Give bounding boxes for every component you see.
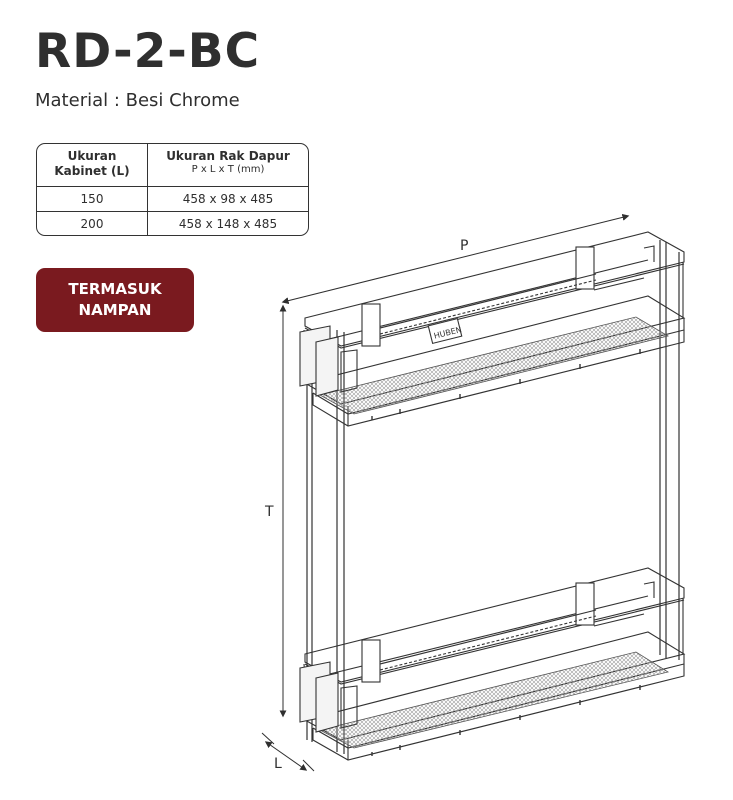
dimension-t-label: T <box>264 504 274 520</box>
lower-basket <box>299 567 686 761</box>
material-label: Material : Besi Chrome <box>35 90 240 111</box>
cabinet-size-cell: 150 <box>80 192 104 206</box>
table-row: 150 458 x 98 x 485 <box>37 187 308 212</box>
includes-tray-badge: TERMASUK NAMPAN <box>36 268 194 332</box>
dimension-t: T <box>264 304 287 718</box>
rack-size-cell: 458 x 98 x 485 <box>147 187 308 211</box>
rack-size-cell: 458 x 148 x 485 <box>147 212 308 235</box>
dimension-p: P <box>281 213 630 305</box>
dimension-l: L <box>261 732 315 772</box>
header-cabinet-size: Ukuran Kabinet (L) <box>54 149 130 178</box>
upper-basket: HUBEN <box>299 231 686 427</box>
product-title: RD-2-BC <box>35 24 261 79</box>
dimension-l-label: L <box>274 756 282 772</box>
header-rack-size-units: P x L x T (mm) <box>191 164 265 175</box>
header-rack-size: Ukuran Rak Dapur P x L x T (mm) <box>147 144 308 186</box>
table-row: 200 458 x 148 x 485 <box>37 212 308 235</box>
table-header-row: Ukuran Kabinet (L) Ukuran Rak Dapur P x … <box>37 144 308 187</box>
shelf-clips <box>371 349 641 756</box>
cabinet-size-cell: 200 <box>80 217 104 231</box>
dimension-p-label: P <box>460 238 468 254</box>
spec-table: Ukuran Kabinet (L) Ukuran Rak Dapur P x … <box>36 143 309 236</box>
